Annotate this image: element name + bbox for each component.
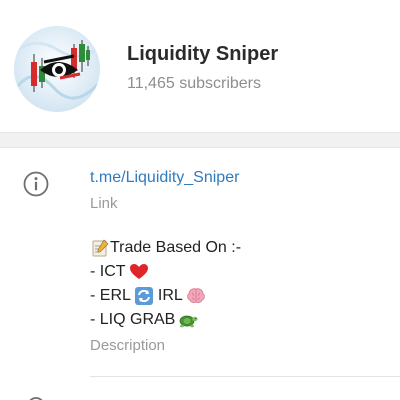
description-text: - ERL	[90, 287, 131, 304]
description-line: - ICT	[90, 260, 244, 284]
arrows-cycle-icon	[134, 287, 153, 305]
brain-icon	[187, 288, 205, 303]
memo-icon	[92, 239, 109, 257]
red-heart-icon	[129, 264, 148, 279]
description-label: Description	[90, 337, 166, 354]
turtle-icon	[179, 315, 198, 328]
channel-link[interactable]: t.me/Liquidity_Sniper	[90, 169, 240, 186]
description-text: - ICT	[90, 263, 126, 280]
info-icon	[23, 171, 49, 197]
channel-avatar[interactable]	[14, 26, 100, 112]
avatar-logo-icon	[14, 26, 100, 112]
subscriber-count: 11,465 subscribers	[127, 75, 261, 92]
channel-name: Liquidity Sniper	[127, 43, 279, 65]
description-line: - LIQ GRAB	[90, 308, 244, 332]
link-label: Link	[90, 195, 118, 212]
description-text: Trade Based On :-	[110, 239, 242, 256]
section-divider	[0, 132, 400, 148]
channel-description: Trade Based On :- - ICT - ERL IRL	[90, 236, 244, 332]
description-text: IRL	[157, 287, 183, 304]
description-line: - ERL IRL	[90, 284, 244, 308]
row-divider	[90, 376, 400, 377]
description-text: - LIQ GRAB	[90, 311, 176, 328]
partial-icon	[29, 397, 43, 400]
description-line: Trade Based On :-	[90, 236, 244, 260]
channel-header: Liquidity Sniper 11,465 subscribers	[0, 0, 400, 132]
